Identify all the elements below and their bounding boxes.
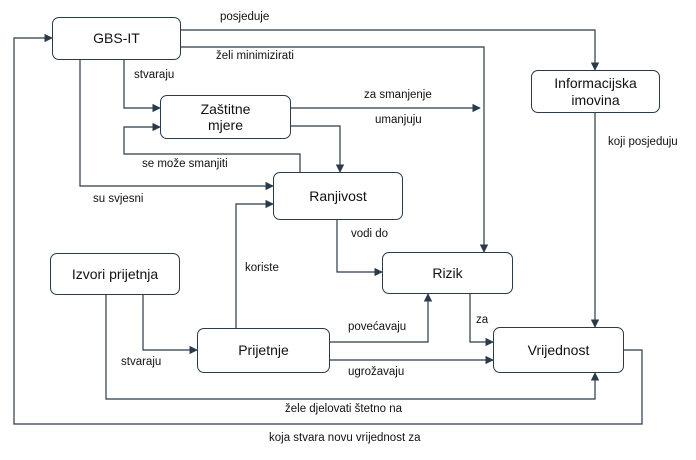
label-za-smanjenje: za smanjenje xyxy=(364,89,432,101)
node-zastitne-mjere-label-line2: mjere xyxy=(207,117,243,133)
label-stvaraju-gbs: stvaraju xyxy=(134,69,175,81)
edge-se-moze-smanjiti xyxy=(123,122,301,172)
node-izvori-prijetnja-label: Izvori prijetnja xyxy=(71,265,159,282)
edge-zeli-minimizirati xyxy=(181,46,489,253)
label-posjeduje: posjeduje xyxy=(220,11,270,23)
edge-umanjuju xyxy=(291,125,345,173)
label-vodi-do: vodi do xyxy=(351,228,389,240)
label-povecavaju: povećavaju xyxy=(348,321,407,333)
node-ranjivost-label: Ranjivost xyxy=(309,187,367,204)
node-prijetnje-label: Prijetnje xyxy=(238,342,289,359)
node-informacijska-imovina[interactable]: Informacijska imovina xyxy=(531,70,660,113)
edge-stvaraju-gbs xyxy=(123,60,161,113)
edge-vodi-do xyxy=(336,220,383,277)
node-informacijska-imovina-label-line1: Informacijska xyxy=(554,75,637,92)
label-zeli-minimizirati: želi minimizirati xyxy=(216,50,294,62)
edge-stvaraju-izvori xyxy=(142,295,198,355)
node-vrijednost-label: Vrijednost xyxy=(527,341,590,358)
edge-koriste xyxy=(235,199,274,328)
node-rizik[interactable]: Rizik xyxy=(382,252,513,294)
label-umanjuju: umanjuju xyxy=(375,114,422,126)
node-prijetnje[interactable]: Prijetnje xyxy=(197,328,330,373)
edge-povecavaju xyxy=(330,293,433,343)
node-gbs-it[interactable]: GBS-IT xyxy=(52,17,181,60)
node-gbs-it-label: GBS-IT xyxy=(93,30,140,47)
edge-su-svjesni xyxy=(79,60,274,191)
edge-koja-stvara-novu-vrijednost-za xyxy=(13,33,643,425)
label-se-moze-smanjiti: se može smanjiti xyxy=(142,158,228,170)
label-stvaraju-izvori: stvaraju xyxy=(121,356,162,368)
edge-posjeduje xyxy=(181,29,600,71)
node-rizik-label: Rizik xyxy=(432,264,463,281)
node-zastitne-mjere-label-line1: Zaštitne xyxy=(200,100,251,117)
label-su-svjesni: su svjesni xyxy=(93,193,144,205)
edge-za xyxy=(469,294,494,347)
node-informacijska-imovina-label-line2: imovina xyxy=(571,91,620,108)
label-koja-stvara-novu-vrijednost-za: koja stvara novu vrijednost za xyxy=(269,432,421,444)
node-izvori-prijetnja[interactable]: Izvori prijetnja xyxy=(50,253,180,295)
label-zele-djelovati-stetno-na: žele djelovati štetno na xyxy=(285,403,402,415)
node-ranjivost[interactable]: Ranjivost xyxy=(273,172,403,220)
label-ugrozavaju: ugrožavaju xyxy=(348,366,405,378)
label-koriste: koriste xyxy=(245,262,279,274)
node-zastitne-mjere[interactable]: Zaštitne mjere xyxy=(160,95,291,139)
edge-zele-djelovati-stetno-na xyxy=(105,295,600,400)
label-za: za xyxy=(476,314,489,326)
node-vrijednost[interactable]: Vrijednost xyxy=(493,327,624,373)
label-koji-posjeduju: koji posjeduju xyxy=(608,136,678,148)
